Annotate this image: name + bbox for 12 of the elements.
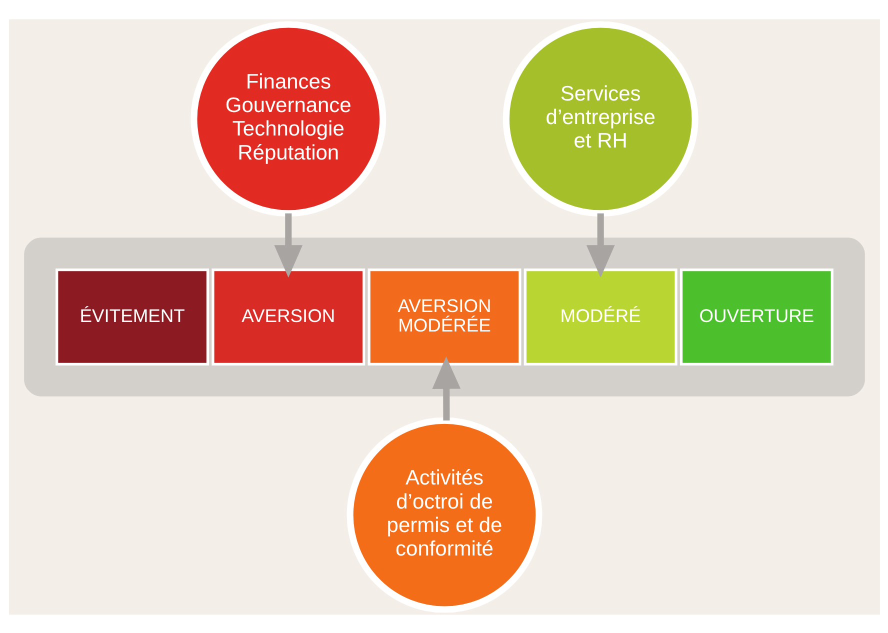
arrow	[274, 212, 302, 278]
arrow	[432, 356, 460, 420]
node-box: AVERSION	[211, 268, 365, 366]
node-circle: Finances Gouvernance Technologie Réputation	[190, 20, 386, 216]
node-box: MODÉRÉ	[523, 268, 677, 366]
arrow	[586, 212, 614, 278]
node-circle: Services d’entreprise et RH	[502, 20, 698, 216]
node-box: AVERSION MODÉRÉE	[367, 268, 521, 366]
node-box: OUVERTURE	[679, 268, 833, 366]
node-circle: Activités d’octroi de permis et de conformité	[346, 416, 542, 612]
cluster	[24, 237, 864, 396]
node-box: ÉVITEMENT	[55, 268, 209, 366]
